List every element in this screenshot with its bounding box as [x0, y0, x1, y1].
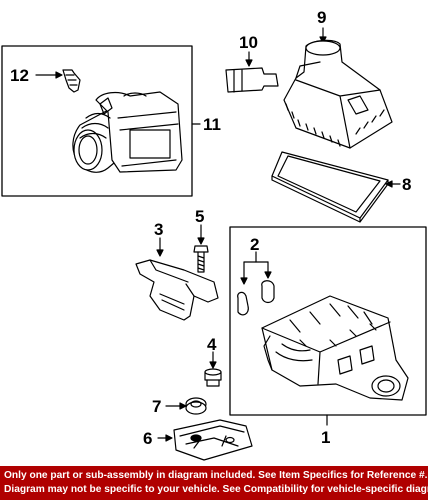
part-7-plug: [165, 397, 207, 415]
box-air-cleaner-group: [229, 226, 427, 416]
part-4-grommet: [204, 351, 222, 387]
part-9-cleaner-cover: [283, 27, 393, 149]
part-8-air-filter: [271, 151, 401, 223]
callout-6: 6: [143, 429, 152, 448]
part-12-screw: [35, 69, 81, 93]
disclaimer-line-2: Diagram may not be specific to your vehi…: [4, 484, 428, 495]
box-resonator-group: [1, 45, 193, 197]
callout-4: 4: [207, 335, 217, 354]
part-5-bolt: [193, 224, 209, 273]
callout-8: 8: [402, 175, 411, 194]
callout-1: 1: [321, 428, 330, 447]
callout-12: 12: [10, 66, 29, 85]
part-2-clips: [237, 251, 275, 316]
part-3-bracket: [135, 237, 219, 321]
disclaimer-banner: Only one part or sub-assembly in diagram…: [0, 466, 428, 500]
callout-11: 11: [203, 115, 221, 134]
callout-9: 9: [317, 8, 326, 27]
parts-diagram: 12 11 10 9 8 5 3 2 4 7 6 1: [1, 8, 427, 461]
part-1-air-cleaner-body: [261, 295, 409, 401]
callout-2: 2: [250, 235, 259, 254]
part-10-maf-sensor: [225, 51, 279, 93]
disclaimer-line-1: Only one part or sub-assembly in diagram…: [4, 470, 428, 481]
part-6-pad: [157, 419, 253, 461]
callout-3: 3: [154, 220, 163, 239]
callout-7: 7: [152, 397, 161, 416]
callout-5: 5: [195, 207, 204, 226]
part-11-resonator: [72, 91, 183, 173]
callout-10: 10: [239, 33, 258, 52]
